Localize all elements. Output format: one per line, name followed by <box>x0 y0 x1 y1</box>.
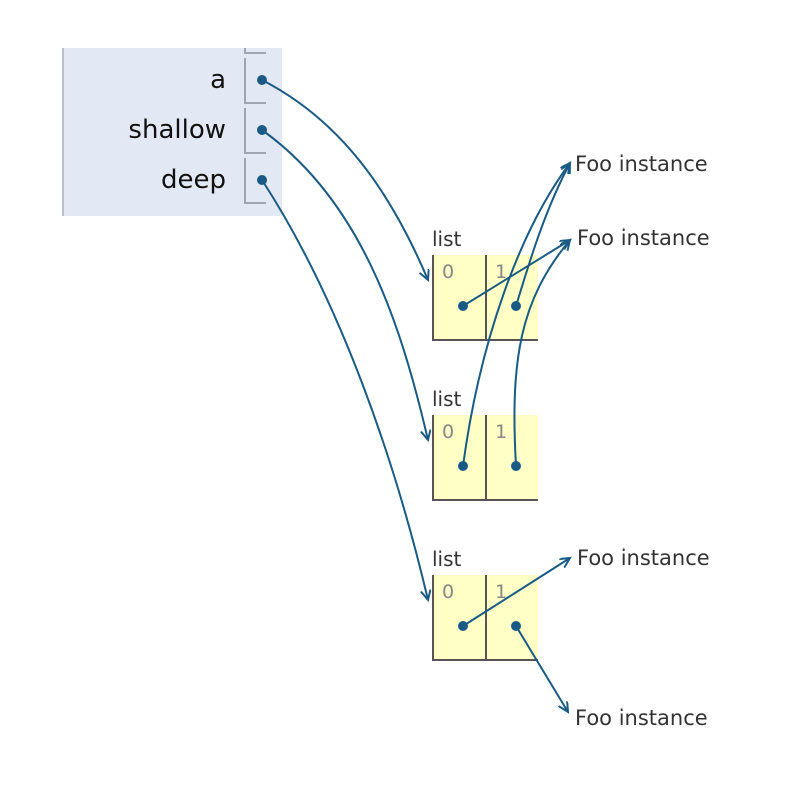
var-name-a: a <box>210 65 226 95</box>
pointer-dot <box>511 621 521 631</box>
var-name-shallow: shallow <box>128 115 226 145</box>
var-slot-deep <box>244 158 266 204</box>
list-type-label: list <box>432 227 462 251</box>
list-index: 0 <box>442 581 455 603</box>
list-index: 0 <box>442 421 455 443</box>
var-name-deep: deep <box>161 165 226 195</box>
pointer-arrow <box>515 163 570 307</box>
pointer-arrow <box>515 625 568 712</box>
pointer-arrow <box>462 163 570 467</box>
var-slot-shallow <box>244 108 266 154</box>
pointer-arrow-deep <box>261 179 428 600</box>
foo-instance-label: Foo instance <box>575 706 708 730</box>
list-index: 1 <box>495 421 508 443</box>
pointer-arrow-shallow <box>261 129 428 440</box>
pointer-arrow-a <box>261 79 428 280</box>
list-index: 1 <box>495 261 508 283</box>
frame-slot-top <box>244 48 266 54</box>
list-cell: 1 <box>485 415 538 501</box>
list-index: 1 <box>495 581 508 603</box>
list-cell: 0 <box>432 415 485 501</box>
pointer-dot <box>458 621 468 631</box>
foo-instance-label: Foo instance <box>575 152 708 176</box>
pointer-dot <box>458 301 468 311</box>
list-type-label: list <box>432 387 462 411</box>
pointer-arrow <box>513 240 570 467</box>
pointer-dot <box>511 301 521 311</box>
var-slot-a <box>244 58 266 104</box>
pointer-arrow <box>462 240 570 307</box>
list-index: 0 <box>442 261 455 283</box>
foo-instance-label: Foo instance <box>577 226 710 250</box>
list-type-label: list <box>432 547 462 571</box>
pointer-dot <box>257 75 267 85</box>
pointer-arrow <box>462 558 570 627</box>
pointer-dot <box>511 461 521 471</box>
pointer-dot <box>257 175 267 185</box>
foo-instance-label: Foo instance <box>577 546 710 570</box>
list-cell: 0 <box>432 575 485 661</box>
pointer-dot <box>458 461 468 471</box>
frame-panel: a shallow deep <box>62 48 282 216</box>
pointer-dot <box>257 125 267 135</box>
